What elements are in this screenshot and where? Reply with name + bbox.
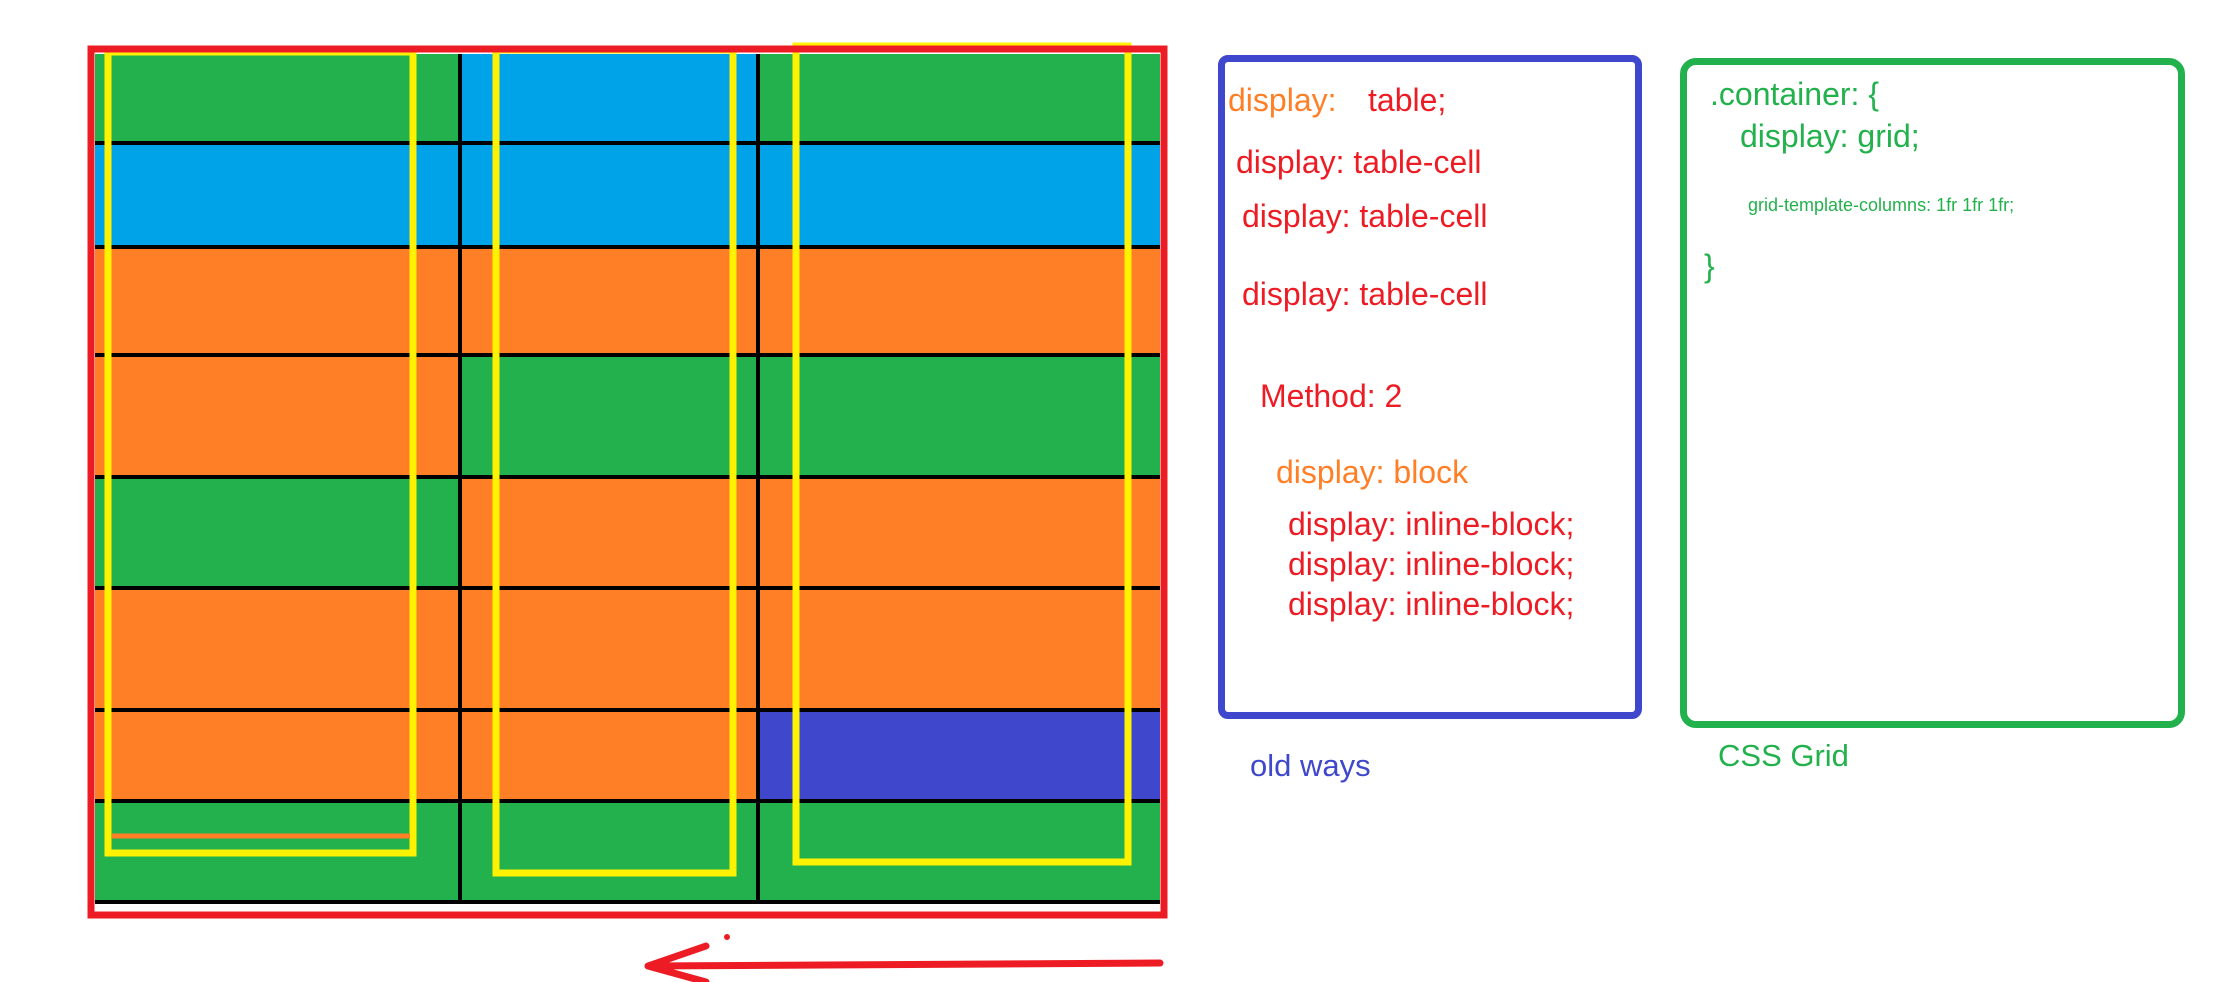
grid-cell-r7-c2: [460, 710, 758, 801]
css-grid-panel: [1680, 58, 2185, 728]
grid-cell-r3-c1: [95, 247, 460, 355]
grid-cell-r1-c1: [95, 54, 460, 143]
grid-cell-r6-c1: [95, 588, 460, 710]
grid-template-columns-line: grid-template-columns: 1fr 1fr 1fr;: [1748, 195, 2015, 215]
method-label: Method: 2: [1260, 378, 1403, 414]
old-ways-panel: [1218, 55, 1642, 719]
outer-red-frame: [87, 45, 1168, 919]
inline-block-line-3: display: inline-block;: [1288, 586, 1575, 622]
grid-cell-r4-c3: [758, 355, 1160, 477]
grid-cell-r1-c3: [758, 54, 1160, 143]
grid-cell-r7-c1: [95, 710, 460, 801]
display-block-line: display: block: [1276, 454, 1469, 490]
grid-cell-r2-c3: [758, 143, 1160, 247]
table-cell-line-2: display: table-cell: [1242, 198, 1488, 234]
grid-cell-r1-c2: [460, 54, 758, 143]
grid-cell-r3-c3: [758, 247, 1160, 355]
grid-cell-r2-c1: [95, 143, 460, 247]
grid-cell-r3-c2: [460, 247, 758, 355]
grid-cell-r2-c2: [460, 143, 758, 247]
grid-cell-r5-c3: [758, 477, 1160, 588]
container-selector: .container: {: [1710, 76, 1879, 112]
grid-cells: [95, 54, 1160, 902]
grid-cell-r4-c2: [460, 355, 758, 477]
grid-cell-r6-c2: [460, 588, 758, 710]
grid-row-lines: [95, 141, 1160, 904]
grid-cell-r8-c3: [758, 801, 1160, 902]
display-grid-line: display: grid;: [1740, 118, 1920, 154]
old-ways-caption: old ways: [1250, 748, 1371, 783]
table-cell-line-1: display: table-cell: [1236, 144, 1482, 180]
grid-cell-r7-c3: [758, 710, 1160, 801]
table-cell-line-3: display: table-cell: [1242, 276, 1488, 312]
arrow-dot: [724, 934, 730, 940]
left-arrow: [644, 942, 1164, 982]
old-ways-display-prop: display:: [1228, 82, 1337, 118]
layout-diagram: [87, 42, 1168, 982]
grid-cell-r5-c2: [460, 477, 758, 588]
old-ways-display-value: table;: [1368, 82, 1447, 118]
grid-cell-r8-c2: [460, 801, 758, 902]
inline-block-line-1: display: inline-block;: [1288, 506, 1575, 542]
grid-cell-r5-c1: [95, 477, 460, 588]
grid-cell-r6-c3: [758, 588, 1160, 710]
css-grid-caption: CSS Grid: [1718, 738, 1849, 773]
grid-column-lines: [458, 54, 760, 902]
grid-cell-r4-c1: [95, 355, 460, 477]
closing-brace: }: [1704, 248, 1715, 284]
inline-block-line-2: display: inline-block;: [1288, 546, 1575, 582]
